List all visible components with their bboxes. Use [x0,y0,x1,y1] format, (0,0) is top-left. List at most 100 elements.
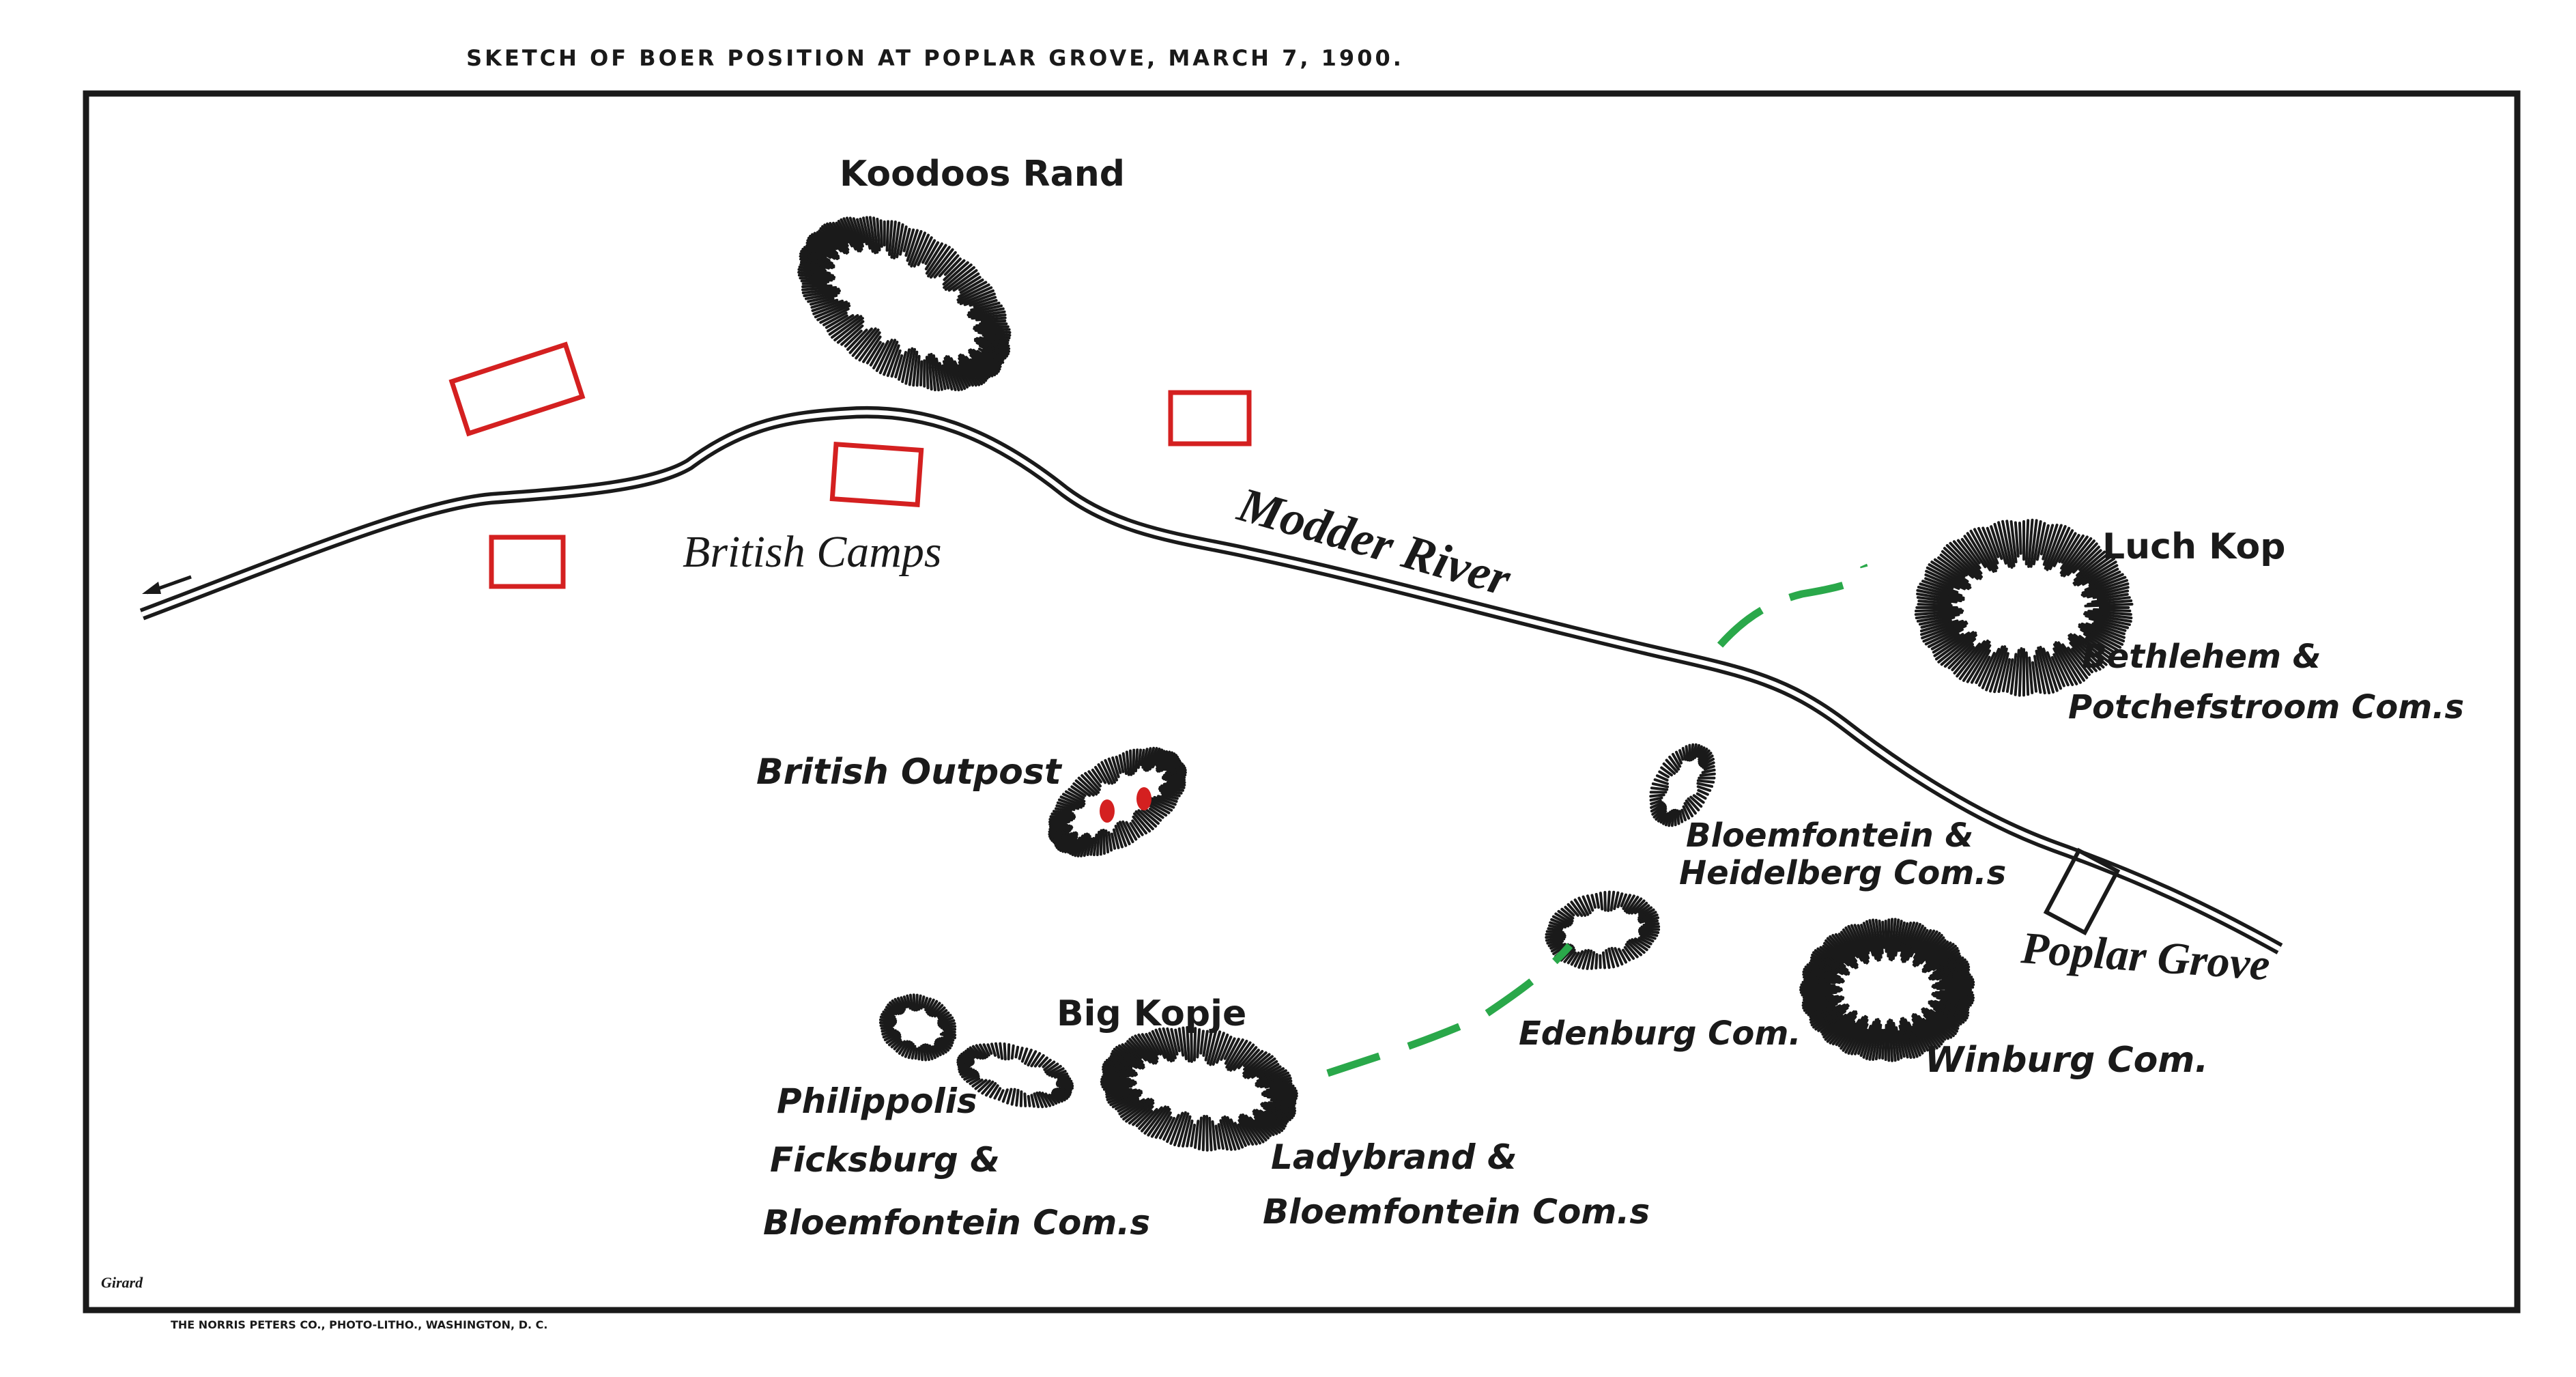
hachure-stroke [2035,649,2046,695]
hachure-stroke [1154,1028,1170,1062]
hachure-stroke [810,297,835,306]
hachure-stroke [1625,943,1639,959]
hachure-stroke [1887,918,1891,958]
hachure-stroke [2042,524,2059,566]
hachure-stroke [1660,766,1673,777]
hachure-stroke [1842,928,1863,962]
hachure-stroke [797,270,836,279]
hachure-stroke [1131,819,1144,836]
hachure-stroke [1102,1084,1133,1091]
hachure-stroke [2080,628,2119,652]
hachure-stroke [1158,1116,1173,1139]
hachured-hill-icon [956,1042,1074,1109]
hachure-stroke [1884,1023,1888,1062]
hachure-stroke [914,1047,919,1060]
hachure-stroke [1810,956,1844,976]
hachure-stroke [949,357,967,391]
hachure-stroke [1925,1019,1947,1041]
hachure-stroke [1055,1088,1072,1096]
hachure-stroke [884,1008,896,1017]
hachure-stroke [2046,651,2063,690]
hachure-stroke [957,281,988,298]
hachure-stroke [960,1052,975,1062]
hachure-stroke [1599,892,1604,911]
hachure-stroke [902,227,911,253]
hachure-stroke [1153,795,1177,806]
hachure-stroke [1089,836,1096,856]
hachure-stroke [2061,643,2089,679]
hachure-stroke [1162,771,1187,781]
hachure-stroke [1057,1075,1070,1080]
hachure-stroke [982,347,1005,361]
hachure-stroke [1156,750,1171,770]
hachure-stroke [1590,894,1597,909]
hachure-stroke [1662,812,1670,825]
hachure-stroke [1241,1113,1265,1144]
hachure-stroke [1934,631,1975,661]
hachure-stroke [1853,1023,1869,1055]
hachure-stroke [1117,1098,1140,1113]
hachure-stroke [980,320,1007,324]
hachure-stroke [1915,611,1964,620]
hachure-stroke [879,219,883,248]
hachure-stroke [1637,908,1655,919]
hachure-stroke [1141,808,1160,825]
hachure-stroke [1653,778,1670,785]
hachure-stroke [1890,918,1897,962]
hachure-stroke [1054,807,1072,813]
hachure-stroke [1067,838,1078,854]
hachure-stroke [1014,1045,1020,1059]
hachure-stroke [933,251,957,279]
hachure-stroke [1853,924,1870,960]
hachure-stroke [1662,762,1676,775]
hachure-stroke [1261,1089,1298,1095]
hachure-stroke [1934,999,1970,1014]
hachure-stroke [1163,757,1180,771]
hachure-stroke [937,1016,954,1025]
hachure-stroke [1560,907,1575,920]
hachured-hill-icon [1545,890,1661,970]
hachure-stroke [1642,922,1660,926]
hachure-stroke [974,339,1010,356]
hachure-stroke [939,1022,956,1028]
label-british-outpost: British Outpost [756,752,1063,793]
hachure-stroke [1049,822,1067,829]
hachure-stroke [973,337,1011,353]
hachure-stroke [1857,1028,1869,1055]
hachure-stroke [1052,832,1070,844]
hachure-stroke [1801,980,1836,987]
hachure-stroke [887,1003,900,1015]
hachure-stroke [1913,932,1941,967]
hachure-stroke [1549,921,1567,929]
hachure-stroke [1622,948,1631,962]
hachure-stroke [1912,930,1938,967]
hachure-stroke [1916,592,1962,603]
hachure-stroke [805,244,827,258]
hachure-stroke [1261,1092,1298,1096]
hachure-stroke [1871,918,1881,962]
hachure-stroke [1878,920,1884,954]
hachure-stroke [1801,995,1843,1007]
hachure-stroke [1263,1087,1297,1094]
hachure-stroke [1637,937,1652,946]
hachure-stroke [2085,636,2113,656]
hachure-stroke [1842,1016,1865,1052]
hachure-stroke [1928,628,1964,649]
hachure-stroke [882,1030,899,1039]
hachure-stroke [1932,991,1975,999]
hachure-stroke [1053,1072,1069,1079]
hachure-stroke [1121,820,1134,844]
hachure-stroke [900,996,907,1009]
hachure-stroke [1141,1033,1159,1060]
hachure-stroke [1100,1081,1137,1086]
hachure-stroke [1651,782,1670,789]
hachure-stroke [1033,1054,1045,1068]
hachure-stroke [1609,890,1616,912]
hachure-stroke [1970,649,1991,684]
hachure-stroke [971,1045,985,1060]
hachure-stroke [1102,828,1106,855]
hachure-stroke [1027,1094,1031,1107]
hachure-stroke [846,328,868,351]
hachure-stroke [1577,896,1590,916]
hachure-stroke [1126,1040,1147,1062]
